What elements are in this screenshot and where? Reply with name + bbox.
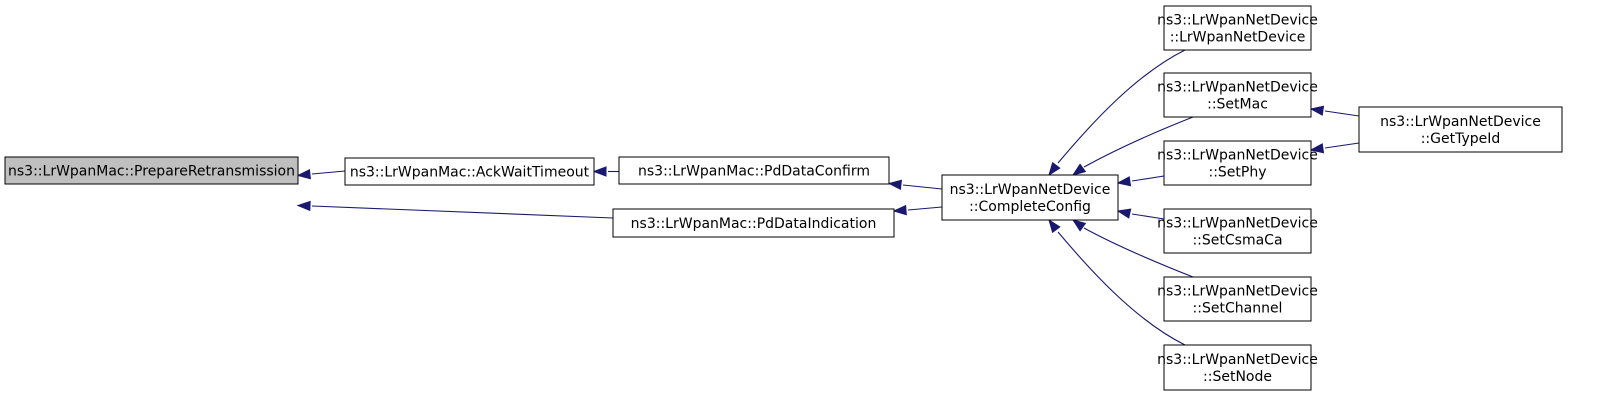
- node-box: [1163, 344, 1312, 391]
- node-label: ns3::LrWpanNetDevice: [1380, 114, 1541, 130]
- node-box: [4, 156, 299, 185]
- node-setcsmaca[interactable]: ns3::LrWpanNetDevice::SetCsmaCa: [1157, 208, 1318, 254]
- node-label: ns3::LrWpanNetDevice: [1157, 13, 1318, 29]
- edges-layer: [296, 49, 1360, 346]
- node-label: ns3::LrWpanMac::PrepareRetransmission: [8, 164, 295, 180]
- edge-setchannel-to-completeconfig: [1071, 219, 1194, 278]
- edge-ackwait-to-prepare: [296, 168, 346, 180]
- arrow-head: [1071, 219, 1087, 232]
- node-label: ns3::LrWpanNetDevice: [950, 182, 1111, 198]
- edge-setcsmaca-to-completeconfig: [1116, 208, 1165, 220]
- edge-gettypeid-to-setphy: [1309, 142, 1360, 154]
- arrow-head: [1309, 105, 1325, 116]
- arrow-head: [592, 166, 607, 177]
- edge-line: [1083, 227, 1194, 278]
- node-ctor[interactable]: ns3::LrWpanNetDevice::LrWpanNetDevice: [1157, 5, 1318, 51]
- node-box: [1163, 5, 1312, 51]
- node-label: ns3::LrWpanNetDevice: [1157, 352, 1318, 368]
- node-box: [1358, 106, 1563, 153]
- edge-ctor-to-completeconfig: [1048, 49, 1186, 177]
- edge-line: [1057, 231, 1186, 346]
- edge-completeconfig-to-pdconfirm: [887, 179, 943, 191]
- arrow-head: [296, 200, 311, 212]
- node-label: ::SetCsmaCa: [1192, 233, 1282, 249]
- node-box: [612, 208, 895, 238]
- edge-line: [1131, 213, 1165, 220]
- node-label: ns3::LrWpanNetDevice: [1157, 284, 1318, 300]
- edge-line: [907, 206, 943, 211]
- node-label: ::CompleteConfig: [969, 199, 1091, 215]
- node-pdindication[interactable]: ns3::LrWpanMac::PdDataIndication: [612, 208, 895, 238]
- node-prepare: ns3::LrWpanMac::PrepareRetransmission: [4, 156, 299, 185]
- node-label: ns3::LrWpanMac::AckWaitTimeout: [350, 165, 590, 181]
- edge-pdconfirm-to-ackwait: [592, 166, 619, 177]
- node-label: ::SetPhy: [1208, 165, 1266, 181]
- node-setchannel[interactable]: ns3::LrWpanNetDevice::SetChannel: [1157, 276, 1318, 322]
- node-setmac[interactable]: ns3::LrWpanNetDevice::SetMac: [1157, 72, 1318, 118]
- node-label: ns3::LrWpanNetDevice: [1157, 80, 1318, 96]
- edge-line: [1083, 116, 1194, 168]
- node-box: [1163, 72, 1312, 118]
- node-box: [618, 156, 890, 185]
- node-box: [941, 174, 1119, 221]
- arrow-head: [892, 204, 907, 216]
- edge-line: [1324, 110, 1360, 117]
- edge-line: [1131, 175, 1165, 182]
- edge-line: [311, 170, 346, 175]
- node-label: ns3::LrWpanNetDevice: [1157, 148, 1318, 164]
- arrow-head: [1071, 163, 1087, 176]
- edge-line: [1324, 142, 1360, 149]
- edge-line: [1057, 49, 1186, 164]
- node-setnode[interactable]: ns3::LrWpanNetDevice::SetNode: [1157, 344, 1318, 391]
- arrow-head: [1116, 208, 1132, 219]
- arrow-head: [887, 179, 902, 191]
- node-label: ::SetNode: [1203, 369, 1272, 385]
- node-completeconfig[interactable]: ns3::LrWpanNetDevice::CompleteConfig: [941, 174, 1119, 221]
- edge-setphy-to-completeconfig: [1116, 175, 1165, 187]
- node-label: ::LrWpanNetDevice: [1170, 30, 1306, 46]
- node-label: ns3::LrWpanNetDevice: [1157, 216, 1318, 232]
- edge-gettypeid-to-setmac: [1309, 105, 1360, 117]
- node-gettypeid[interactable]: ns3::LrWpanNetDevice::GetTypeId: [1358, 106, 1563, 153]
- node-box: [1163, 276, 1312, 322]
- node-box: [344, 157, 595, 186]
- node-box: [1163, 140, 1312, 186]
- node-box: [1163, 208, 1312, 254]
- node-label: ns3::LrWpanMac::PdDataConfirm: [638, 164, 870, 180]
- edge-setnode-to-completeconfig: [1048, 218, 1186, 346]
- node-label: ::SetMac: [1207, 97, 1268, 113]
- edge-completeconfig-to-pdindication: [892, 204, 943, 216]
- edge-pdindication-to-prepare: [296, 200, 614, 219]
- node-label: ::GetTypeId: [1421, 131, 1501, 147]
- arrow-head: [1116, 176, 1132, 187]
- edge-line: [902, 184, 943, 190]
- node-label: ::SetChannel: [1193, 301, 1283, 317]
- node-pdconfirm[interactable]: ns3::LrWpanMac::PdDataConfirm: [618, 156, 890, 185]
- arrow-head: [296, 168, 311, 180]
- arrow-head: [1309, 143, 1325, 154]
- node-ackwait[interactable]: ns3::LrWpanMac::AckWaitTimeout: [344, 157, 595, 186]
- arrow-head: [1048, 218, 1061, 234]
- node-setphy[interactable]: ns3::LrWpanNetDevice::SetPhy: [1157, 140, 1318, 186]
- node-label: ns3::LrWpanMac::PdDataIndication: [631, 216, 877, 232]
- edge-line: [311, 205, 614, 219]
- edge-setmac-to-completeconfig: [1071, 116, 1194, 176]
- arrow-head: [1048, 161, 1061, 177]
